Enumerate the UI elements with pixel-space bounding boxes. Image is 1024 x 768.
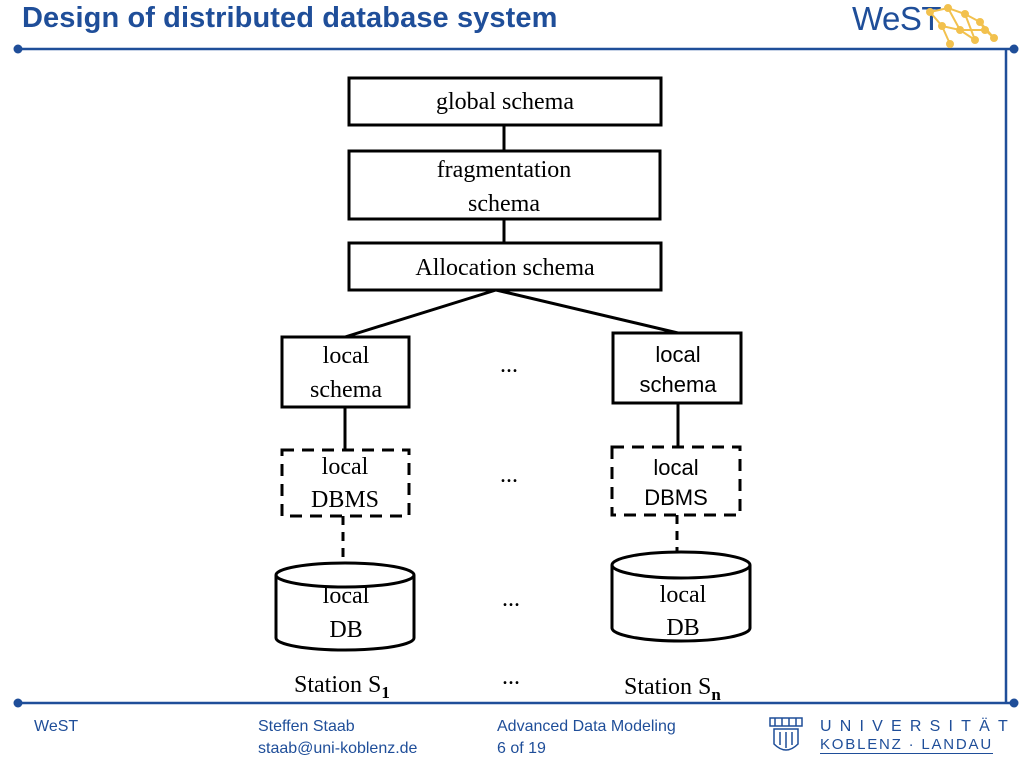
local-db-right-line1: local <box>660 582 707 608</box>
station-right-subscript: n <box>711 685 721 704</box>
ellipsis-schema: ... <box>500 352 518 378</box>
footer-course: Advanced Data Modeling <box>497 718 676 735</box>
station-right-label: Station Sn <box>624 674 721 704</box>
local-schema-right-line2: schema <box>639 372 717 397</box>
diagram-connectors <box>343 125 680 450</box>
station-left-subscript: 1 <box>381 683 390 702</box>
local-dbms-left-line1: local <box>322 454 369 480</box>
station-left-prefix: Station S <box>294 672 381 698</box>
ellipsis-db: ... <box>502 586 520 612</box>
header-rule <box>13 44 1019 54</box>
station-right-prefix: Station S <box>624 674 711 700</box>
local-schema-left-line2: schema <box>310 377 382 403</box>
west-network-logo-icon <box>926 4 998 48</box>
footer-author: Steffen Staab <box>258 718 355 735</box>
local-dbms-right-line1: local <box>653 455 698 480</box>
allocation-schema-label: Allocation schema <box>415 255 595 281</box>
local-dbms-left-line2: DBMS <box>311 487 379 513</box>
page-title: Design of distributed database system <box>22 2 558 34</box>
university-name-line2: KOBLENZ · LANDAU <box>820 736 993 754</box>
university-name-line1: UNIVERSITÄT <box>820 718 1016 735</box>
local-dbms-left-box: local DBMS <box>280 448 411 518</box>
station-left-label: Station S1 <box>294 672 390 702</box>
global-schema-label: global schema <box>436 89 574 115</box>
footer-org: WeST <box>34 718 79 735</box>
west-logo-text: WeST <box>852 0 942 37</box>
global-schema-box: global schema <box>347 76 663 127</box>
footer-email: staab@uni-koblenz.de <box>258 740 418 757</box>
local-db-right-cylinder: local DB <box>610 550 752 643</box>
university-seal-icon <box>769 717 803 751</box>
local-schema-right-box: local schema <box>611 331 743 405</box>
local-schema-left-line1: local <box>323 343 370 369</box>
local-db-right-line2: DB <box>666 615 699 641</box>
fragmentation-label-line1: fragmentation <box>437 157 572 183</box>
ellipsis-dbms: ... <box>500 462 518 488</box>
local-dbms-right-box: local DBMS <box>610 445 742 517</box>
diagram-dashed-connectors <box>341 515 679 568</box>
fragmentation-schema-box: fragmentation schema <box>347 149 662 221</box>
footer-rule <box>13 698 1019 708</box>
local-schema-left-box: local schema <box>280 335 411 409</box>
allocation-schema-box: Allocation schema <box>347 241 663 292</box>
ellipsis-station: ... <box>502 664 520 690</box>
footer-page: 6 of 19 <box>497 740 546 757</box>
local-db-left-cylinder: local DB <box>274 561 416 652</box>
local-db-left-line1: local <box>323 583 370 609</box>
local-dbms-right-line2: DBMS <box>644 485 708 510</box>
local-schema-right-line1: local <box>655 342 700 367</box>
local-db-left-line2: DB <box>329 617 362 643</box>
fragmentation-label-line2: schema <box>468 191 540 217</box>
